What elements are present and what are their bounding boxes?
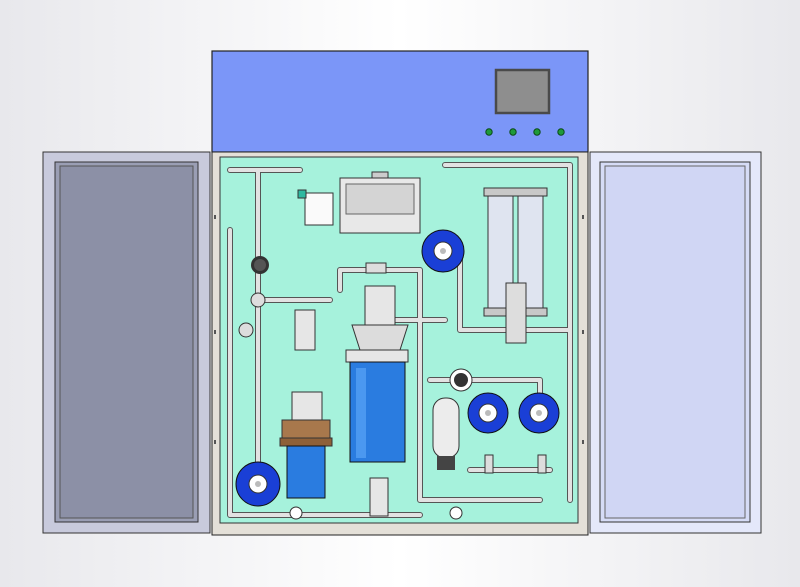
valve (537, 454, 547, 474)
main-motor (345, 285, 409, 463)
pump (467, 392, 509, 434)
pressure-gauge (251, 256, 269, 274)
small-motor (279, 391, 333, 499)
valve (449, 506, 463, 520)
pump (518, 392, 560, 434)
indicator-led (509, 128, 517, 136)
valve (484, 454, 494, 474)
pump (421, 229, 465, 273)
filter-housing (294, 309, 316, 351)
indicator-led (557, 128, 565, 136)
filter-housing (369, 477, 389, 517)
filter-columns (483, 187, 548, 344)
left-door (42, 151, 211, 534)
left-door-panel (59, 165, 194, 519)
top-control-panel (211, 50, 589, 153)
indicator-led (485, 128, 493, 136)
valve (365, 262, 387, 274)
valve (250, 292, 266, 308)
valve (238, 322, 254, 338)
valve (289, 506, 303, 520)
accumulator (432, 397, 460, 470)
right-door-panel (604, 165, 746, 519)
flow-sensor (304, 192, 334, 226)
motor-body (286, 445, 326, 499)
hinge-marks (214, 215, 584, 444)
right-door (589, 151, 762, 534)
pump (235, 461, 281, 507)
indicator-led (533, 128, 541, 136)
electrical-box-window (345, 183, 415, 215)
hmi-screen (494, 68, 551, 115)
pump-head (364, 285, 396, 327)
pressure-gauge (449, 368, 473, 392)
motor-flange (281, 419, 331, 441)
column-valve (505, 282, 527, 344)
electrical-box (339, 171, 421, 234)
